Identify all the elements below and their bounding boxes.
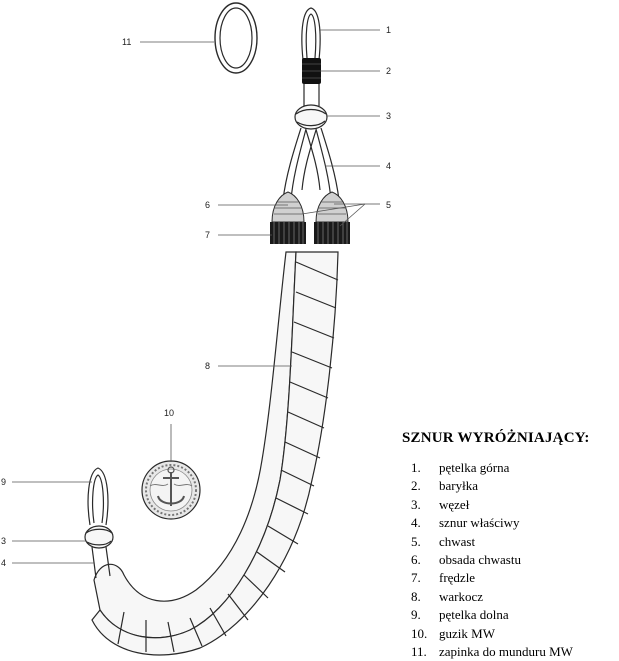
legend-item-number: 2. [411, 478, 421, 494]
callout-labels: 11 1 2 3 4 5 6 7 8 10 9 3 4 [1, 25, 391, 568]
legend-item-number: 5. [411, 533, 421, 549]
callout-2: 2 [386, 66, 391, 76]
callout-1: 1 [386, 25, 391, 35]
legend-item: 4. sznur właściwy [402, 514, 617, 532]
leader-lines [12, 29, 380, 564]
clip-ring [214, 2, 258, 74]
callout-4-top: 4 [386, 161, 391, 171]
legend-item-label: frędzle [439, 570, 476, 586]
callout-11: 11 [122, 37, 131, 47]
legend-item-number: 3. [411, 496, 421, 512]
legend-item: 11. zapinka do munduru MW [402, 643, 617, 661]
legend-item: 7. frędzle [402, 569, 617, 587]
legend-item-label: guzik MW [439, 625, 495, 641]
legend-item: 5. chwast [402, 533, 617, 551]
legend-item: 3. węzeł [402, 496, 617, 514]
legend-item-label: zapinka do munduru MW [439, 644, 573, 660]
legend-item: 9. pętelka dolna [402, 606, 617, 624]
legend-item-number: 1. [411, 460, 421, 475]
tassel-left [270, 191, 306, 244]
callout-8: 8 [205, 361, 210, 371]
braid [91, 251, 339, 656]
legend-item-label: baryłka [439, 478, 478, 494]
legend-item-label: węzeł [439, 496, 470, 512]
tassel-right [314, 191, 350, 244]
cord-neck [303, 84, 320, 106]
callout-5: 5 [386, 200, 391, 210]
callout-6: 6 [205, 200, 210, 210]
callout-3-top: 3 [386, 111, 391, 121]
legend-item-number: 6. [411, 552, 421, 568]
legend-item-label: warkocz [439, 588, 484, 604]
callout-3-bottom: 3 [1, 536, 6, 546]
legend-item-label: obsada chwastu [439, 552, 521, 568]
legend-item: 1. pętelka górna [402, 459, 617, 477]
legend-item-number: 4. [411, 515, 421, 531]
callout-4-bottom: 4 [1, 558, 6, 568]
legend-item-label: pętelka górna [439, 460, 510, 475]
knot-bottom [84, 525, 114, 579]
legend-item: 2. baryłka [402, 477, 617, 495]
legend-item-label: pętelka dolna [439, 607, 509, 623]
legend-item-number: 11. [411, 644, 427, 660]
upper-loop [301, 7, 321, 61]
legend-item-label: sznur właściwy [439, 515, 520, 531]
legend-list: 1. pętelka górna 2. baryłka 3. węzeł 4. sznur w… [402, 459, 617, 661]
legend-item-label: chwast [439, 533, 476, 549]
callout-10: 10 [164, 408, 174, 418]
legend: SZNUR WYRÓŻNIAJĄCY: 1. pętelka górna 2. bar… [402, 430, 617, 661]
legend-title: SZNUR WYRÓŻNIAJĄCY: [402, 430, 590, 446]
legend-item: 10. guzik MW [402, 625, 617, 643]
lower-loop [87, 467, 109, 526]
cord-strands [282, 127, 340, 201]
legend-item-number: 10. [411, 625, 428, 641]
legend-item-number: 9. [411, 607, 421, 623]
legend-item-number: 7. [411, 570, 421, 586]
callout-9: 9 [1, 477, 6, 487]
legend-item: 6. obsada chwastu [402, 551, 617, 569]
callout-7: 7 [205, 230, 210, 240]
legend-item-number: 8. [411, 588, 421, 604]
legend-item: 8. warkocz [402, 588, 617, 606]
navy-button [141, 460, 201, 520]
barrel [302, 58, 321, 84]
knot-top [294, 104, 328, 130]
